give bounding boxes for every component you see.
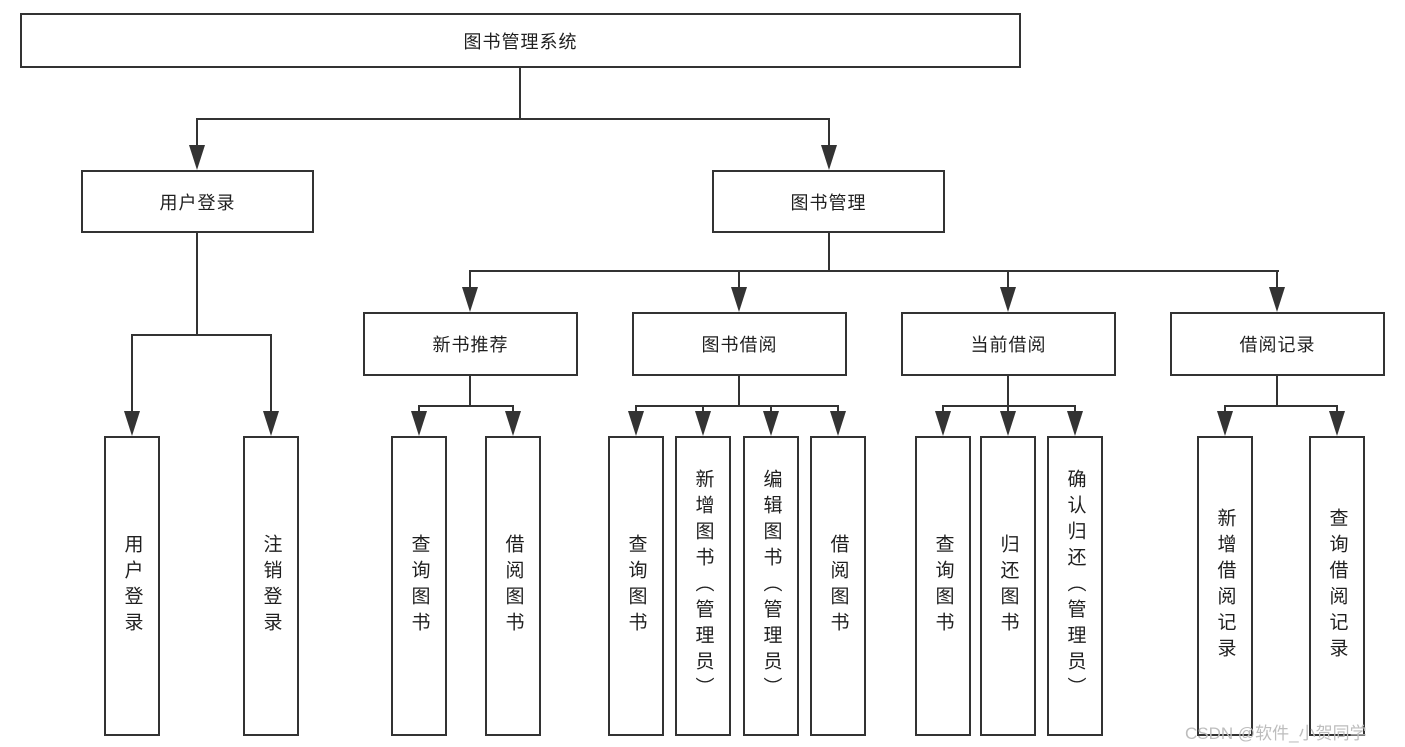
connector-record-branch bbox=[1224, 405, 1338, 407]
arrow-down-icon bbox=[935, 411, 951, 436]
leaf-label: 查询图书 bbox=[408, 534, 430, 638]
connector-stem-l3 bbox=[469, 271, 471, 289]
arrow-down-icon bbox=[411, 411, 427, 436]
leaf-label: 查询借阅记录 bbox=[1326, 508, 1348, 664]
arrow-down-icon bbox=[1217, 411, 1233, 436]
leaf-label: 确认归还（管理员） bbox=[1064, 469, 1086, 703]
node-new-book-recommend: 新书推荐 bbox=[363, 312, 578, 376]
leaf-edit-books-admin: 编辑图书（管理员） bbox=[743, 436, 799, 736]
leaf-return-books: 归还图书 bbox=[980, 436, 1036, 736]
connector-stem-leaf bbox=[270, 335, 272, 413]
connector-stem-l3 bbox=[1007, 271, 1009, 289]
leaf-label: 查询图书 bbox=[932, 534, 954, 638]
arrow-down-icon bbox=[1000, 287, 1016, 312]
leaf-add-books-admin: 新增图书（管理员） bbox=[675, 436, 731, 736]
node-label: 用户登录 bbox=[159, 192, 236, 213]
connector-stem-leaf bbox=[702, 406, 704, 414]
arrow-down-icon bbox=[821, 145, 837, 170]
connector-user-login-branch bbox=[131, 334, 272, 336]
node-borrow-record: 借阅记录 bbox=[1170, 312, 1385, 376]
node-root-label: 图书管理系统 bbox=[463, 31, 578, 52]
leaf-add-borrow-record: 新增借阅记录 bbox=[1197, 436, 1253, 736]
leaf-label: 归还图书 bbox=[997, 534, 1019, 638]
leaf-query-books-recommend: 查询图书 bbox=[391, 436, 447, 736]
connector-stem-leaf bbox=[1007, 406, 1009, 414]
connector-newbook-branch bbox=[418, 405, 514, 407]
arrow-down-icon bbox=[263, 411, 279, 436]
connector-borrow-branch bbox=[635, 405, 839, 407]
arrow-down-icon bbox=[695, 411, 711, 436]
connector-stem-leaf bbox=[837, 406, 839, 414]
node-book-borrow: 图书借阅 bbox=[632, 312, 847, 376]
connector-stem-leaf bbox=[942, 406, 944, 414]
arrow-down-icon bbox=[1000, 411, 1016, 436]
arrow-down-icon bbox=[189, 145, 205, 170]
connector-root-stem bbox=[519, 68, 521, 120]
arrow-down-icon bbox=[830, 411, 846, 436]
csdn-watermark: CSDN @软件_小贺同学 bbox=[1185, 724, 1367, 743]
node-label: 图书借阅 bbox=[701, 335, 778, 355]
leaf-label: 借阅图书 bbox=[827, 534, 849, 638]
leaf-borrow-books-recommend: 借阅图书 bbox=[485, 436, 541, 736]
arrow-down-icon bbox=[505, 411, 521, 436]
arrow-down-icon bbox=[763, 411, 779, 436]
node-current-borrow: 当前借阅 bbox=[901, 312, 1116, 376]
arrow-down-icon bbox=[1329, 411, 1345, 436]
connector-book-mgmt-branch bbox=[469, 270, 1279, 272]
leaf-confirm-return-admin: 确认归还（管理员） bbox=[1047, 436, 1103, 736]
arrow-down-icon bbox=[628, 411, 644, 436]
connector-stem-leaf bbox=[512, 406, 514, 414]
connector-newbook-stem bbox=[469, 376, 471, 407]
connector-current-stem bbox=[1007, 376, 1009, 407]
leaf-logout: 注销登录 bbox=[243, 436, 299, 736]
connector-stem-leaf bbox=[1224, 406, 1226, 414]
leaf-user-login: 用户登录 bbox=[104, 436, 160, 736]
connector-record-stem bbox=[1276, 376, 1278, 407]
leaf-query-borrow-record: 查询借阅记录 bbox=[1309, 436, 1365, 736]
leaf-query-books-borrow: 查询图书 bbox=[608, 436, 664, 736]
arrow-down-icon bbox=[1067, 411, 1083, 436]
node-root: 图书管理系统 bbox=[20, 13, 1021, 68]
connector-root-branch bbox=[196, 118, 830, 120]
node-label: 借阅记录 bbox=[1239, 335, 1316, 355]
arrow-down-icon bbox=[462, 287, 478, 312]
connector-user-login-stem bbox=[196, 233, 198, 336]
node-label: 新书推荐 bbox=[432, 335, 509, 355]
connector-book-mgmt-stem bbox=[828, 233, 830, 272]
node-label: 当前借阅 bbox=[970, 335, 1047, 355]
leaf-label: 编辑图书（管理员） bbox=[760, 469, 782, 703]
arrow-down-icon bbox=[1269, 287, 1285, 312]
connector-stem-leaf bbox=[418, 406, 420, 414]
node-user-login: 用户登录 bbox=[81, 170, 314, 233]
connector-borrow-stem bbox=[738, 376, 740, 407]
leaf-label: 注销登录 bbox=[260, 534, 282, 638]
node-label: 图书管理 bbox=[790, 192, 867, 213]
connector-stem-leaf bbox=[635, 406, 637, 414]
arrow-down-icon bbox=[124, 411, 140, 436]
connector-stem-l3 bbox=[738, 271, 740, 289]
connector-stem-user-login bbox=[196, 119, 198, 147]
connector-stem-leaf bbox=[770, 406, 772, 414]
node-book-management: 图书管理 bbox=[712, 170, 945, 233]
connector-stem-leaf bbox=[1336, 406, 1338, 414]
leaf-label: 用户登录 bbox=[121, 534, 143, 638]
connector-stem-leaf bbox=[1074, 406, 1076, 414]
leaf-borrow-books: 借阅图书 bbox=[810, 436, 866, 736]
leaf-label: 借阅图书 bbox=[502, 534, 524, 638]
leaf-label: 新增图书（管理员） bbox=[692, 469, 714, 703]
connector-stem-leaf bbox=[131, 335, 133, 413]
leaf-query-books-current: 查询图书 bbox=[915, 436, 971, 736]
connector-stem-l3 bbox=[1276, 271, 1278, 289]
connector-current-branch bbox=[942, 405, 1076, 407]
arrow-down-icon bbox=[731, 287, 747, 312]
leaf-label: 新增借阅记录 bbox=[1214, 508, 1236, 664]
connector-stem-book-mgmt bbox=[828, 119, 830, 147]
leaf-label: 查询图书 bbox=[625, 534, 647, 638]
